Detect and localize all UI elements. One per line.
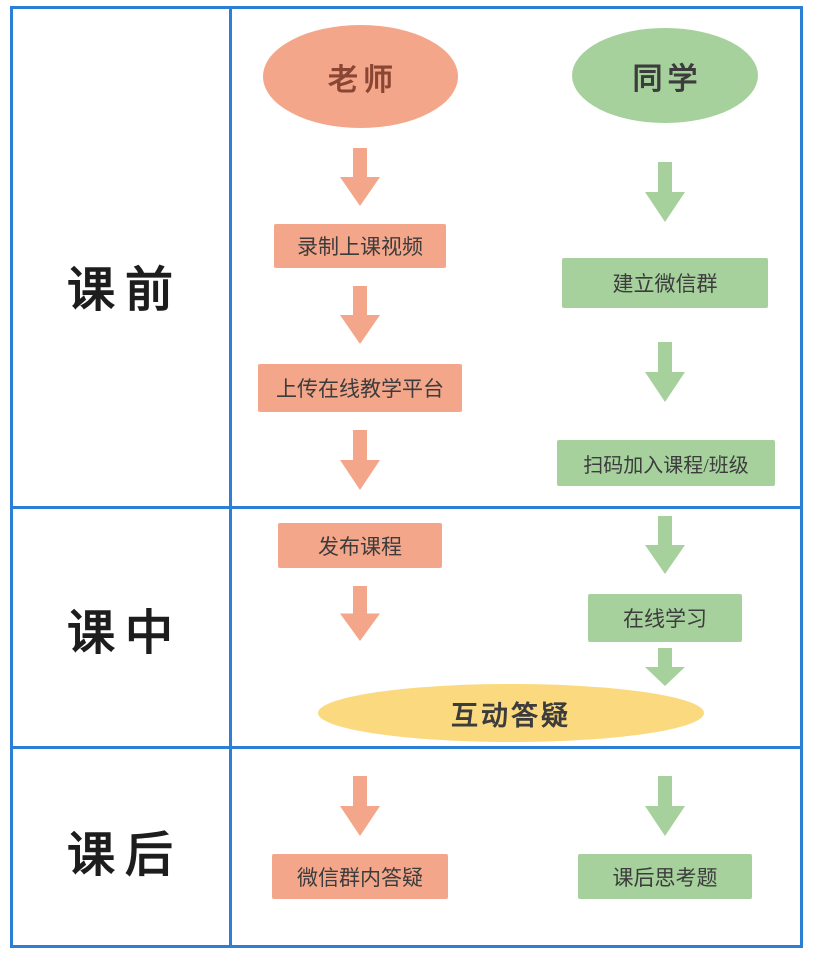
outer-border xyxy=(10,6,803,948)
down-arrow-icon xyxy=(645,648,685,686)
node-record-video: 录制上课视频 xyxy=(274,224,446,268)
down-arrow-icon xyxy=(340,430,380,490)
node-upload-platform: 上传在线教学平台 xyxy=(258,364,462,412)
phase-label-during-class: 课中 xyxy=(66,607,183,660)
node-teacher: 老师 xyxy=(263,25,458,128)
node-scan-join-class: 扫码加入课程/班级 xyxy=(557,440,775,486)
node-create-wechat-group: 建立微信群 xyxy=(562,258,768,308)
down-arrow-icon xyxy=(340,286,380,344)
row-divider-1 xyxy=(10,506,803,509)
node-wechat-group-qa: 微信群内答疑 xyxy=(272,854,448,899)
down-arrow-icon xyxy=(645,776,685,836)
down-arrow-icon xyxy=(645,162,685,222)
down-arrow-icon xyxy=(645,516,685,574)
node-after-class-questions: 课后思考题 xyxy=(578,854,752,899)
phase-label-after-class: 课后 xyxy=(66,829,183,882)
node-student: 同学 xyxy=(572,28,758,123)
down-arrow-icon xyxy=(645,342,685,402)
down-arrow-icon xyxy=(340,148,380,206)
column-divider xyxy=(229,6,232,948)
node-interactive-qa: 互动答疑 xyxy=(318,684,704,742)
down-arrow-icon xyxy=(340,586,380,641)
row-divider-2 xyxy=(10,746,803,749)
down-arrow-icon xyxy=(340,776,380,836)
node-publish-course: 发布课程 xyxy=(278,523,442,568)
node-online-learning: 在线学习 xyxy=(588,594,742,642)
phase-label-before-class: 课前 xyxy=(66,264,183,317)
